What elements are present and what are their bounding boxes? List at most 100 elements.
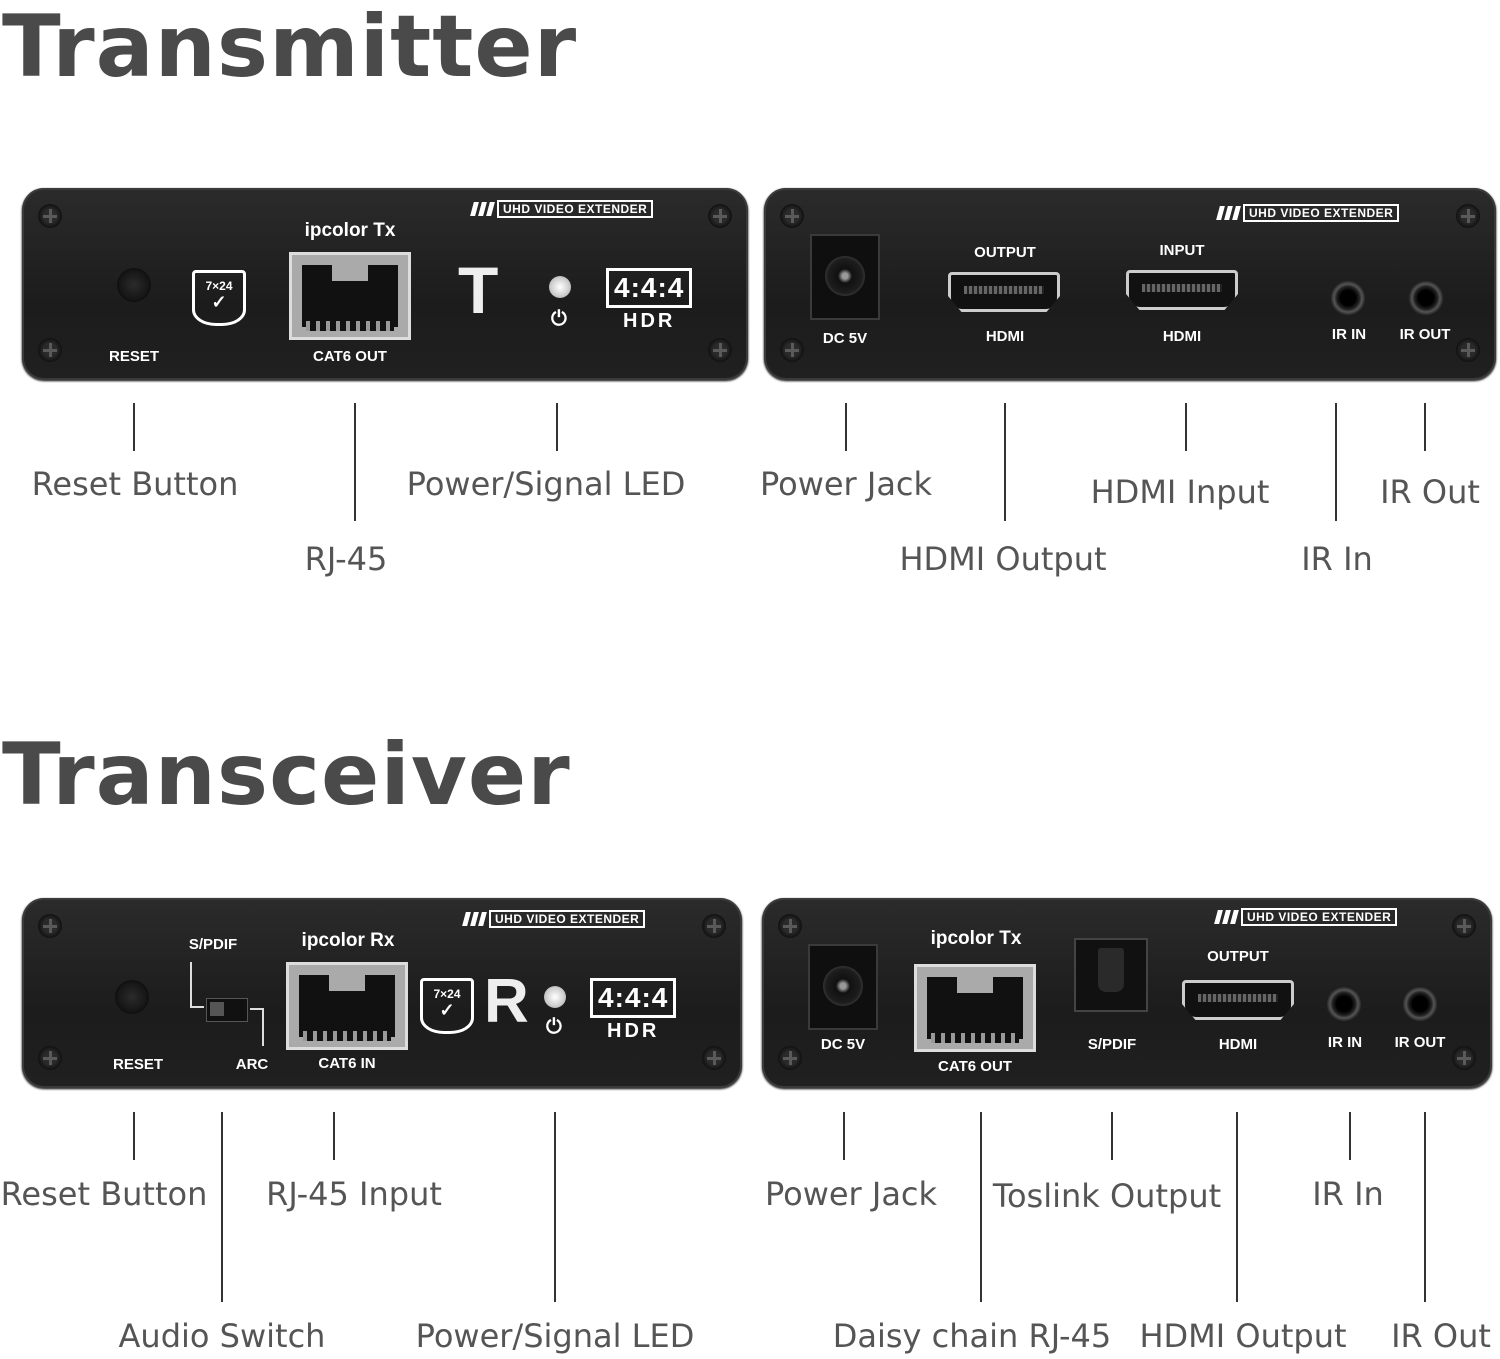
hdmi-output-port[interactable]	[948, 272, 1060, 312]
daisy-chain-rj45-port[interactable]	[914, 964, 1036, 1052]
callout-line	[845, 403, 847, 451]
uhd-badge: UHD VIDEO EXTENDER	[1214, 908, 1398, 926]
screw-icon	[38, 914, 62, 938]
audio-switch[interactable]	[206, 998, 248, 1022]
callout-power-jack: Power Jack	[759, 465, 933, 503]
cat6-out-label: CAT6 OUT	[313, 348, 387, 365]
ir-in-jack[interactable]	[1326, 986, 1362, 1022]
callout-line	[354, 403, 356, 521]
uhd-badge: UHD VIDEO EXTENDER	[1216, 204, 1400, 222]
callout-line	[1349, 1112, 1351, 1160]
dc-label: DC 5V	[822, 330, 868, 347]
callout-line	[133, 403, 135, 451]
rj45-input-port[interactable]	[286, 962, 408, 1050]
transmitter-title: Transmitter	[2, 0, 578, 97]
reset-label: RESET	[112, 1056, 164, 1073]
callout-line	[1424, 1112, 1426, 1302]
power-signal-led	[544, 986, 566, 1008]
hdr-badge: 4:4:4 HDR	[606, 268, 693, 333]
rj45-port[interactable]	[289, 252, 411, 340]
callout-power-led: Power/Signal LED	[406, 465, 686, 503]
ir-in-jack[interactable]	[1330, 280, 1366, 316]
callout-line	[1335, 403, 1337, 521]
callout-ir-in: IR In	[1301, 540, 1373, 578]
uhd-badge: UHD VIDEO EXTENDER	[462, 910, 646, 928]
screw-icon	[780, 338, 804, 362]
reset-button[interactable]	[117, 982, 147, 1012]
callout-power-jack: Power Jack	[764, 1175, 938, 1213]
transmitter-front-panel: UHD VIDEO EXTENDER RESET 7×24✓ ipcolor T…	[22, 188, 748, 380]
transmitter-letter-icon: T	[458, 253, 499, 327]
spdif-label: S/PDIF	[1087, 1036, 1137, 1053]
power-signal-led	[549, 276, 571, 298]
callout-rj45-input: RJ-45 Input	[266, 1175, 442, 1213]
transceiver-front-panel: UHD VIDEO EXTENDER RESET S/PDIF ARC ipco…	[22, 898, 742, 1088]
callout-line	[333, 1112, 335, 1160]
cat6-in-label: CAT6 IN	[318, 1055, 376, 1072]
ir-out-label: IR OUT	[1394, 1034, 1446, 1051]
dc-power-jack[interactable]	[810, 946, 876, 1028]
callout-hdmi-output: HDMI Output	[899, 540, 1107, 578]
callout-audio-switch: Audio Switch	[118, 1317, 326, 1355]
callout-ir-in: IR In	[1312, 1175, 1384, 1213]
ir-out-label: IR OUT	[1399, 326, 1451, 343]
transmitter-rear-panel: UHD VIDEO EXTENDER DC 5V OUTPUT HDMI INP…	[764, 188, 1496, 380]
hdmi-input-port[interactable]	[1126, 270, 1238, 310]
transceiver-title: Transceiver	[2, 725, 571, 825]
output-label: OUTPUT	[1207, 948, 1269, 965]
callout-daisy-chain: Daisy chain RJ-45	[832, 1317, 1112, 1355]
hdmi-out-label: HDMI	[985, 328, 1025, 345]
toslink-output-port[interactable]	[1076, 940, 1146, 1010]
dc-label: DC 5V	[820, 1036, 866, 1053]
callout-power-led: Power/Signal LED	[415, 1317, 695, 1355]
callout-line	[554, 1112, 556, 1302]
arc-label: ARC	[235, 1056, 269, 1073]
screw-icon	[38, 204, 62, 228]
reset-label: RESET	[108, 348, 160, 365]
hdmi-label: HDMI	[1218, 1036, 1258, 1053]
callout-line	[980, 1112, 982, 1302]
callout-line	[1111, 1112, 1113, 1160]
screw-icon	[778, 1046, 802, 1070]
callout-reset-button: Reset Button	[0, 1175, 208, 1213]
ir-out-jack[interactable]	[1408, 280, 1444, 316]
ir-out-jack[interactable]	[1402, 986, 1438, 1022]
screw-icon	[1456, 338, 1480, 362]
ir-in-label: IR IN	[1327, 1034, 1363, 1051]
callout-ir-out: IR Out	[1391, 1317, 1491, 1355]
callout-line	[1424, 403, 1426, 451]
7x24-shield-icon: 7×24✓	[192, 270, 246, 326]
hdmi-output-port[interactable]	[1182, 980, 1294, 1020]
callout-line	[221, 1112, 223, 1302]
screw-icon	[1452, 914, 1476, 938]
switch-guide-line	[250, 1008, 264, 1046]
dc-power-jack[interactable]	[812, 236, 878, 318]
cat6-out-label: CAT6 OUT	[938, 1058, 1012, 1075]
screw-icon	[708, 338, 732, 362]
callout-toslink-output: Toslink Output	[992, 1177, 1222, 1215]
screw-icon	[1452, 1046, 1476, 1070]
power-icon: ⏻	[551, 306, 567, 330]
callout-hdmi-input: HDMI Input	[1090, 473, 1270, 511]
uhd-badge: UHD VIDEO EXTENDER	[470, 200, 654, 218]
output-label: OUTPUT	[974, 244, 1036, 261]
hdr-badge: 4:4:4 HDR	[590, 978, 677, 1043]
model-label: ipcolor Tx	[930, 928, 1022, 949]
switch-guide-line	[190, 962, 204, 1008]
power-icon: ⏻	[546, 1014, 562, 1038]
spdif-label: S/PDIF	[188, 936, 238, 953]
callout-line	[1004, 403, 1006, 521]
model-label: ipcolor Tx	[304, 220, 396, 241]
callout-line	[133, 1112, 135, 1160]
reset-button[interactable]	[119, 270, 149, 300]
screw-icon	[780, 204, 804, 228]
screw-icon	[38, 338, 62, 362]
callout-line	[843, 1112, 845, 1160]
hdmi-in-label: HDMI	[1162, 328, 1202, 345]
input-label: INPUT	[1159, 242, 1205, 259]
callout-ir-out: IR Out	[1380, 473, 1480, 511]
callout-rj45: RJ-45	[304, 540, 388, 578]
callout-hdmi-output: HDMI Output	[1139, 1317, 1347, 1355]
screw-icon	[1456, 204, 1480, 228]
callout-line	[1236, 1112, 1238, 1302]
